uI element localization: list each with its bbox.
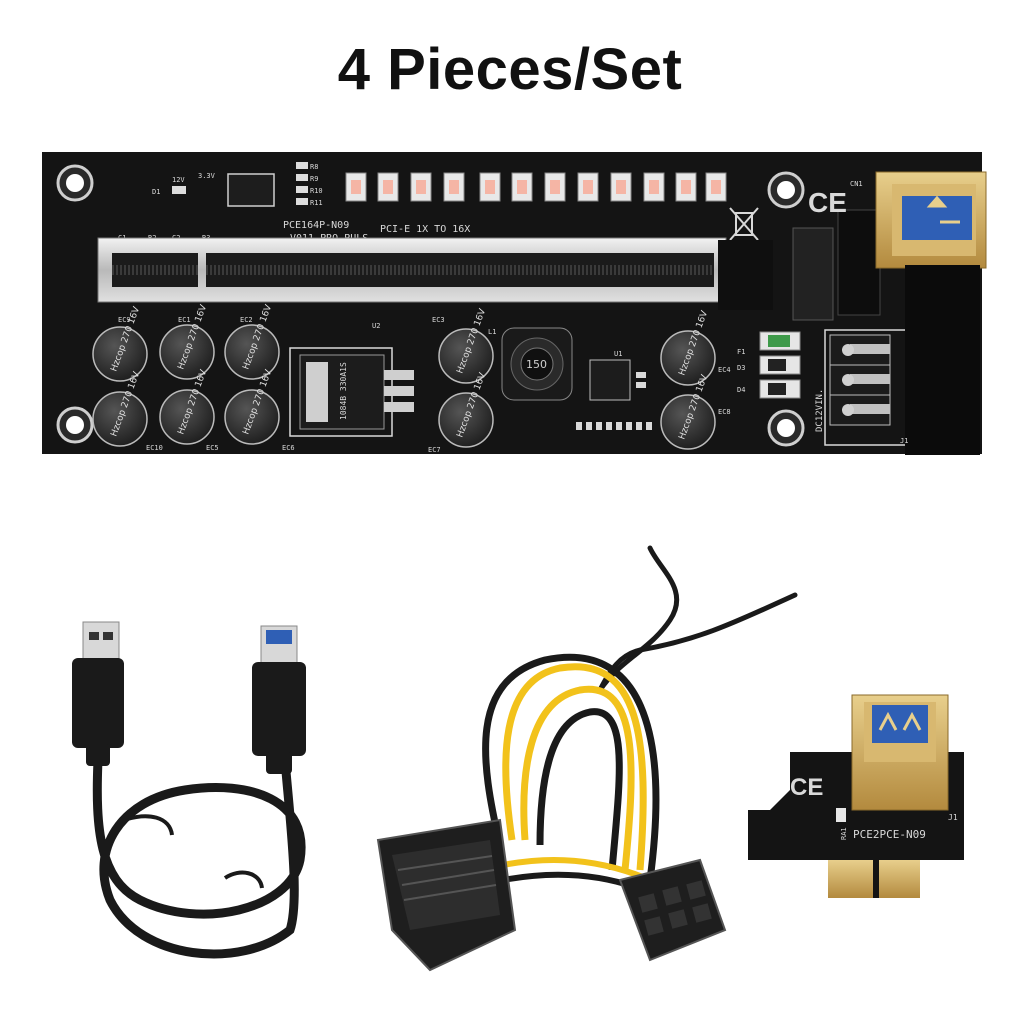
adapter-led bbox=[836, 808, 846, 822]
chip-label: 1084B 330A1S bbox=[339, 362, 348, 420]
usb-port-adapter bbox=[851, 694, 949, 811]
ref-ec10: EC10 bbox=[146, 444, 163, 452]
adapter-ce-mark: CE bbox=[790, 774, 823, 801]
gold-fingers bbox=[828, 860, 920, 898]
smd-components bbox=[576, 372, 652, 430]
riser-board: R8 R9 R10 R11 D1 12V 3.3V C1 R2 C2 R3 PC… bbox=[42, 152, 987, 455]
usb-plug-right-body bbox=[252, 662, 306, 756]
ref-f1: F1 bbox=[737, 348, 745, 356]
ref-r9: R9 bbox=[310, 175, 318, 183]
ref-cn1: CN1 bbox=[850, 180, 863, 188]
adapter-led-ref: RA1 bbox=[840, 827, 848, 840]
ref-u2: U2 bbox=[372, 322, 380, 330]
ref-ec8: EC8 bbox=[718, 408, 731, 416]
power-header bbox=[792, 227, 834, 321]
ref-ec9: EC9 bbox=[118, 316, 131, 324]
page-title: 4 Pieces/Set bbox=[337, 37, 683, 102]
pcie-6pin-connector bbox=[618, 858, 727, 962]
mount-hole-center bbox=[777, 181, 795, 199]
riser-model-label: PCE164P-N09 bbox=[283, 220, 349, 231]
ref-l1: L1 bbox=[488, 328, 496, 336]
usb-port-riser bbox=[875, 171, 987, 269]
power-cable bbox=[376, 545, 798, 972]
ref-r8: R8 bbox=[310, 163, 318, 171]
pcie-x16-slot bbox=[97, 237, 727, 303]
inductor bbox=[501, 327, 573, 401]
riser-ce-mark: CE bbox=[808, 187, 847, 218]
led-row bbox=[345, 172, 727, 202]
power-label: DC12VIN. bbox=[815, 389, 825, 432]
inductor-label: 150 bbox=[526, 358, 547, 371]
mount-hole-center bbox=[66, 174, 84, 192]
usb-plug-left-metal bbox=[82, 621, 120, 661]
sata-connector bbox=[376, 818, 517, 972]
usb-cable bbox=[72, 621, 306, 959]
ref-d3: D3 bbox=[737, 364, 745, 372]
controller-ic bbox=[589, 359, 631, 401]
adapter-model-label: PCE2PCE-N09 bbox=[853, 828, 926, 841]
ref-r11: R11 bbox=[310, 199, 323, 207]
ref-d1: D1 bbox=[152, 188, 160, 196]
adapter-notch bbox=[748, 752, 790, 810]
ref-ec5: EC5 bbox=[206, 444, 219, 452]
mount-hole-center bbox=[777, 419, 795, 437]
usb-plug-left-body bbox=[72, 658, 124, 748]
ref-d4: D4 bbox=[737, 386, 745, 394]
ref-ec4: EC4 bbox=[718, 366, 731, 374]
ref-r10: R10 bbox=[310, 187, 323, 195]
adapter-card: CE PCE2PCE-N09 J1 RA1 bbox=[748, 694, 964, 898]
riser-interface-label: PCI-E 1X TO 16X bbox=[380, 224, 470, 235]
ref-ec1: EC1 bbox=[178, 316, 191, 324]
ref-ec3: EC3 bbox=[432, 316, 445, 324]
ref-u1: U1 bbox=[614, 350, 622, 358]
ref-ec2: EC2 bbox=[240, 316, 253, 324]
label-12v: 12V bbox=[172, 176, 185, 184]
ic-chip bbox=[227, 173, 275, 207]
mount-hole-center bbox=[66, 416, 84, 434]
cable-tie bbox=[223, 870, 264, 889]
cable-tie bbox=[117, 814, 174, 836]
ref-ec6: EC6 bbox=[282, 444, 295, 452]
ref-j1: J1 bbox=[900, 437, 908, 445]
slot-latch bbox=[718, 240, 773, 310]
label-3v3: 3.3V bbox=[198, 172, 216, 180]
usb-cable-wire bbox=[92, 755, 306, 959]
power-housing bbox=[905, 265, 980, 455]
ref-ec7: EC7 bbox=[428, 446, 441, 454]
weee-mark bbox=[729, 207, 759, 241]
power-connector-pins bbox=[829, 334, 891, 426]
adapter-ref-j1: J1 bbox=[948, 813, 958, 822]
